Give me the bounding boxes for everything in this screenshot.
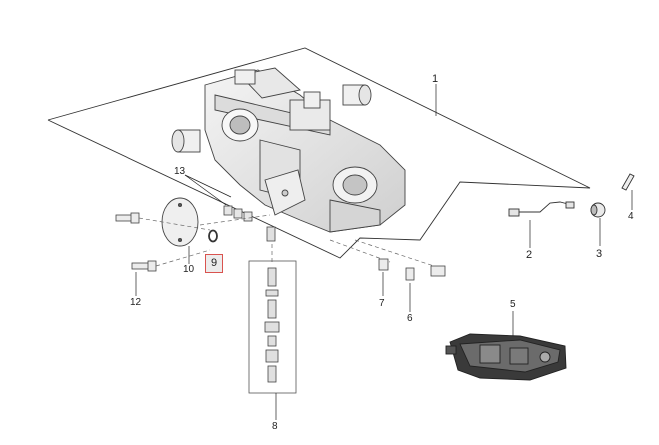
bolt-left-lower [131, 260, 157, 272]
spacer-rings [223, 205, 253, 222]
callout-9-selected[interactable]: 9 [205, 254, 224, 273]
screw-6 [405, 265, 446, 281]
callout-8[interactable]: 8 [272, 421, 278, 432]
lift-housing [204, 67, 406, 233]
bolt-left-upper [115, 212, 140, 224]
cap-3 [590, 202, 606, 218]
assembly-boundary [47, 47, 591, 259]
pin-4 [621, 173, 635, 191]
callout-5[interactable]: 5 [510, 299, 516, 310]
callout-2[interactable]: 2 [526, 249, 533, 261]
callout-6[interactable]: 6 [407, 313, 413, 324]
valve-block-5 [445, 333, 567, 381]
callout-7[interactable]: 7 [379, 298, 385, 309]
callout-13[interactable]: 13 [174, 166, 186, 177]
callout-12[interactable]: 12 [130, 297, 142, 308]
callout-4[interactable]: 4 [628, 211, 634, 222]
cable-2 [508, 201, 575, 217]
plug-7 [378, 258, 389, 271]
callout-1[interactable]: 1 [432, 73, 439, 85]
housing-bosses [171, 69, 372, 153]
callout-3[interactable]: 3 [596, 248, 603, 260]
leader-lines [135, 84, 633, 420]
assembly-lines [138, 214, 441, 269]
valve-insert-group [248, 226, 297, 394]
cover-plate [161, 197, 199, 247]
o-ring [208, 229, 218, 243]
callout-10[interactable]: 10 [183, 264, 195, 275]
valve-plate [264, 169, 306, 216]
